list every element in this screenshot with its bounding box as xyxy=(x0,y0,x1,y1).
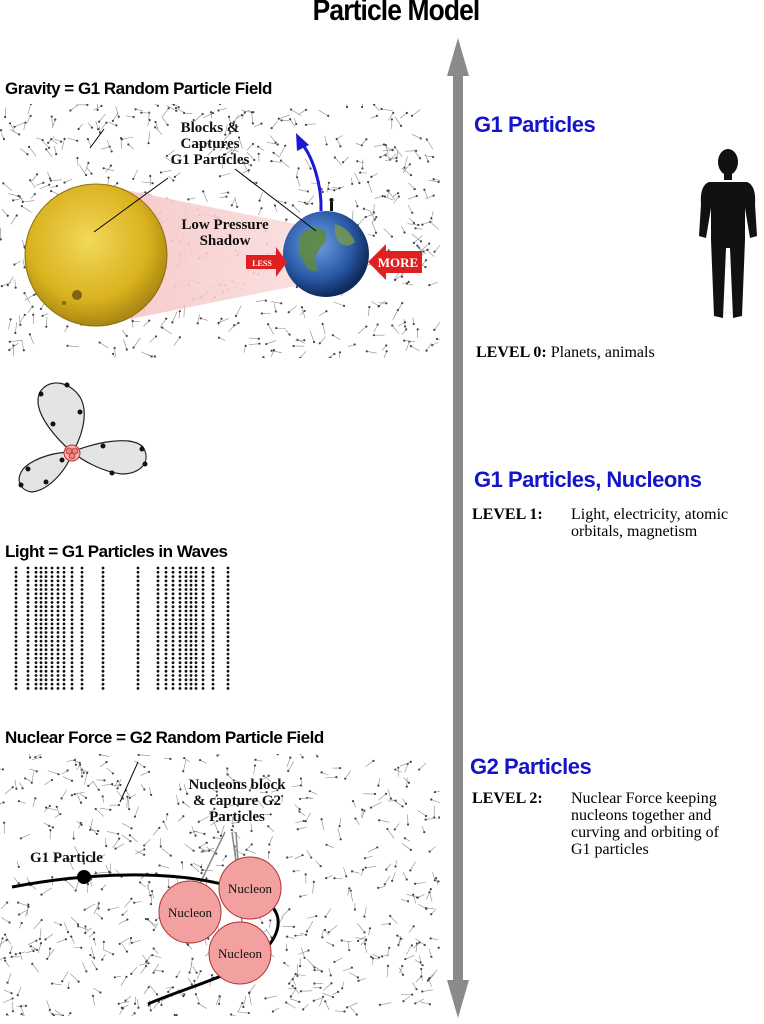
level2-desc: Nuclear Force keeping nucleons together … xyxy=(571,790,719,858)
human-silhouette-icon xyxy=(699,149,757,318)
orbital-lobe-top xyxy=(37,382,85,453)
earth xyxy=(283,211,369,297)
level1-heading: G1 Particles, Nucleons xyxy=(474,467,702,492)
nucleons-block-label: Nucleons block & capture G2 Particles xyxy=(188,777,286,825)
g1-particle-waves xyxy=(14,566,230,690)
gravity-illustration: LESS MORE xyxy=(24,128,422,327)
g1-trajectory xyxy=(11,873,280,1006)
nucleon-2 xyxy=(158,880,222,944)
level1-tag: LEVEL 1: xyxy=(472,506,543,523)
more-label: MORE xyxy=(378,255,418,270)
less-label: LESS xyxy=(252,259,272,268)
nucleon-label-1: Nucleon xyxy=(228,881,273,896)
level0-heading: G1 Particles xyxy=(474,112,596,137)
g1-particle-dot xyxy=(77,870,91,884)
nucleon-1 xyxy=(218,856,282,920)
blocks-captures-label: Blocks & Captures G1 Particles xyxy=(170,120,250,168)
less-arrow xyxy=(246,247,287,277)
level2-tag: LEVEL 2: xyxy=(472,790,543,807)
vertical-axis-arrow xyxy=(447,38,469,1018)
orbital-lobe-left xyxy=(18,451,73,493)
nuclear-heading: Nuclear Force = G2 Random Particle Field xyxy=(5,728,324,747)
atomic-orbitals xyxy=(18,382,148,493)
nuclear-illustration: Nucleon Nucleon Nucleon xyxy=(11,761,282,1006)
orbital-lobe-right xyxy=(70,440,147,475)
nucleon-label-3: Nucleon xyxy=(218,946,263,961)
more-arrow xyxy=(368,244,422,280)
tiny-person xyxy=(330,202,333,211)
low-pressure-shadow-label: Low Pressure Shadow xyxy=(181,217,269,249)
nucleon-label-2: Nucleon xyxy=(168,905,213,920)
g1-particle-label: G1 Particle xyxy=(30,850,103,866)
level2-heading: G2 Particles xyxy=(470,754,592,779)
level0-text: LEVEL 0: Planets, animals xyxy=(476,344,655,361)
light-heading: Light = G1 Particles in Waves xyxy=(5,542,228,561)
trajectory-arrow xyxy=(300,143,323,212)
sun xyxy=(24,183,168,327)
nucleon-3 xyxy=(208,921,272,985)
level1-desc: Light, electricity, atomic orbitals, mag… xyxy=(571,506,729,540)
gravity-heading: Gravity = G1 Random Particle Field xyxy=(5,79,272,98)
page-title: Particle Model xyxy=(312,0,481,27)
